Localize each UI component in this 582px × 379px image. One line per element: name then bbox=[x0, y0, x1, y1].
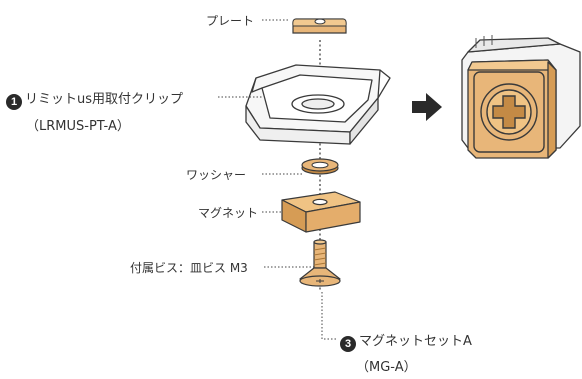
set-number-badge: 3 bbox=[340, 336, 356, 352]
arrow-right-icon bbox=[412, 93, 442, 121]
clip-number-badge: 1 bbox=[6, 94, 22, 110]
washer-part bbox=[301, 158, 339, 175]
screw-label: 付属ビス：皿ビス M3 bbox=[130, 261, 248, 275]
washer-label: ワッシャー bbox=[186, 168, 247, 182]
magnet-label: マグネット bbox=[198, 206, 259, 220]
clip-code-label: （LRMUS-PT-A） bbox=[26, 119, 130, 134]
plate-part bbox=[292, 18, 347, 34]
set-code-label: （MG-A） bbox=[356, 360, 417, 375]
magnet-part bbox=[281, 191, 361, 233]
clip-part bbox=[245, 64, 391, 145]
phillips-screw-icon bbox=[480, 83, 538, 141]
set-name: マグネットセットA bbox=[359, 334, 472, 349]
set-leader bbox=[321, 292, 336, 340]
clip-name: リミットus用取付クリップ bbox=[25, 92, 184, 107]
plate-label: プレート bbox=[206, 14, 255, 28]
screw-part bbox=[299, 239, 341, 287]
